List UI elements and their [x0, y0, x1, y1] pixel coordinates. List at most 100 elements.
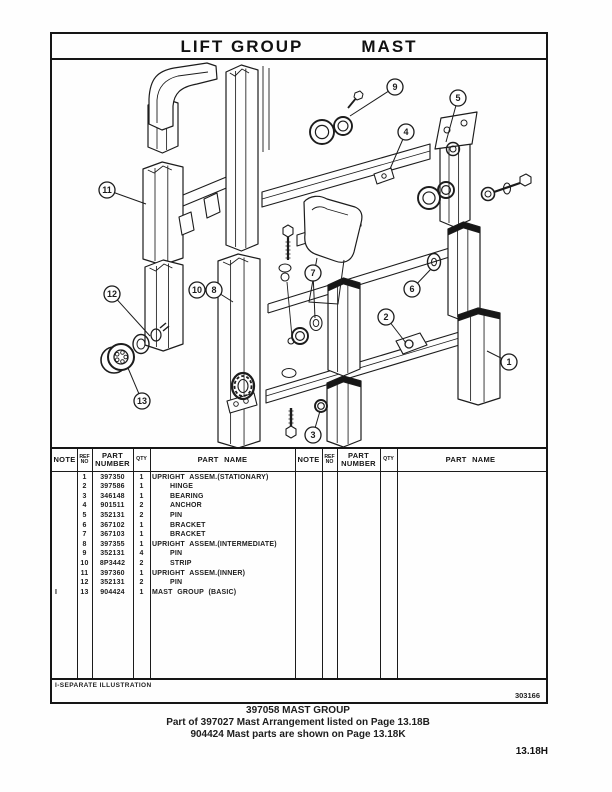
roller-ring	[484, 190, 492, 198]
cell-part-name: STRIP	[170, 559, 192, 567]
roller-ring	[449, 145, 457, 153]
roller-ring	[437, 181, 455, 199]
table-column-divider	[150, 449, 151, 680]
cell-note	[55, 540, 75, 550]
hinge-bracket	[148, 62, 218, 131]
roller-ring	[120, 359, 125, 364]
callout-number-10: 10	[192, 285, 202, 295]
cell-note	[55, 530, 75, 540]
cell-ref-no: 12	[80, 579, 89, 587]
cell-note	[55, 578, 75, 588]
mast-rail	[447, 221, 481, 322]
cell-part-name: PIN	[170, 550, 183, 558]
mast-rail	[225, 64, 259, 252]
footer-mast-group-line: 397058 MAST GROUP	[246, 705, 350, 716]
diagram-detail	[222, 257, 249, 266]
cell-qty: 2	[139, 559, 144, 567]
roller-ring	[114, 351, 120, 357]
washer	[431, 257, 437, 267]
callout-number-4: 4	[403, 127, 408, 137]
roller-ring	[114, 357, 120, 363]
mast-rail	[327, 277, 361, 377]
callout-circle-7	[304, 264, 322, 282]
washer	[278, 263, 292, 273]
mast-rail	[142, 161, 184, 266]
footnote-row: I-SEPARATE ILLUSTRATION 303166	[52, 678, 546, 702]
hinge-plate	[303, 195, 363, 263]
cell-part-name: UPRIGHT ASSEM.(INTERMEDIATE)	[152, 540, 277, 548]
table-header-note: NOTE	[53, 455, 76, 465]
roller-ring	[317, 402, 325, 410]
title-mast: MAST	[361, 37, 418, 56]
cell-part-name: PIN	[170, 579, 183, 587]
callout-number-3: 3	[310, 430, 315, 440]
diagram-shape	[311, 206, 349, 216]
cell-qty: 1	[139, 540, 144, 548]
callout-circle-4	[397, 123, 415, 141]
cell-qty: 1	[139, 531, 144, 539]
bearing-outer	[107, 343, 135, 371]
washer	[150, 328, 162, 342]
cell-part-name: HINGE	[170, 483, 194, 491]
washer	[312, 318, 320, 328]
roller-ring	[404, 339, 414, 349]
table-header-qty: QTY	[383, 456, 394, 463]
callout-number-13: 13	[137, 396, 147, 406]
cell-note	[55, 511, 75, 521]
roller-hatch	[233, 375, 253, 397]
table-column-divider	[322, 449, 323, 680]
roller-ring	[120, 350, 125, 355]
diagram-detail	[149, 263, 173, 272]
roller-outer	[230, 371, 256, 401]
callout-number-1: 1	[506, 357, 511, 367]
page-footer: 397058 MAST GROUP Part of 397027 Mast Ar…	[0, 705, 596, 741]
table-column-divider	[380, 449, 381, 680]
roller-ring	[333, 116, 353, 136]
callout-number-11: 11	[102, 185, 112, 195]
callout-circle-1	[500, 353, 518, 371]
cell-part-name: UPRIGHT ASSEM.(STATIONARY)	[152, 473, 269, 481]
cell-part-number: 367102	[100, 521, 125, 529]
roller-ring	[422, 191, 436, 205]
diagram-line	[261, 150, 431, 200]
diagram-line	[162, 325, 170, 332]
frame-bottom-member	[265, 329, 467, 404]
cell-qty: 2	[139, 502, 144, 510]
callout-circle-5	[449, 89, 467, 107]
table-header-note: NOTE	[297, 455, 320, 465]
diagram-line	[267, 254, 457, 314]
diagram-shape	[156, 71, 209, 123]
roller-ring	[443, 126, 451, 134]
cell-note	[55, 549, 75, 559]
cell-note	[55, 569, 75, 579]
roller-ring	[480, 186, 496, 202]
cell-note	[55, 521, 75, 531]
footer-mast-parts-line: 904424 Mast parts are shown on Page 13.1…	[190, 729, 406, 740]
stud-head	[353, 90, 364, 101]
diagram-line	[349, 86, 396, 117]
cell-qty: 1	[139, 473, 144, 481]
diagram-detail	[147, 165, 172, 174]
roller-ring	[291, 327, 309, 345]
bolt-head	[519, 173, 532, 187]
washer	[502, 182, 512, 195]
cell-ref-no: 3	[82, 492, 87, 500]
page-number: 13.18H	[515, 746, 548, 757]
cell-qty: 2	[139, 579, 144, 587]
table-header-part-number: PART NUMBER	[341, 451, 376, 468]
roller-ring	[123, 354, 128, 360]
roller-ring	[445, 141, 461, 157]
table-header-divider	[52, 471, 546, 472]
diagram-line	[267, 245, 457, 305]
